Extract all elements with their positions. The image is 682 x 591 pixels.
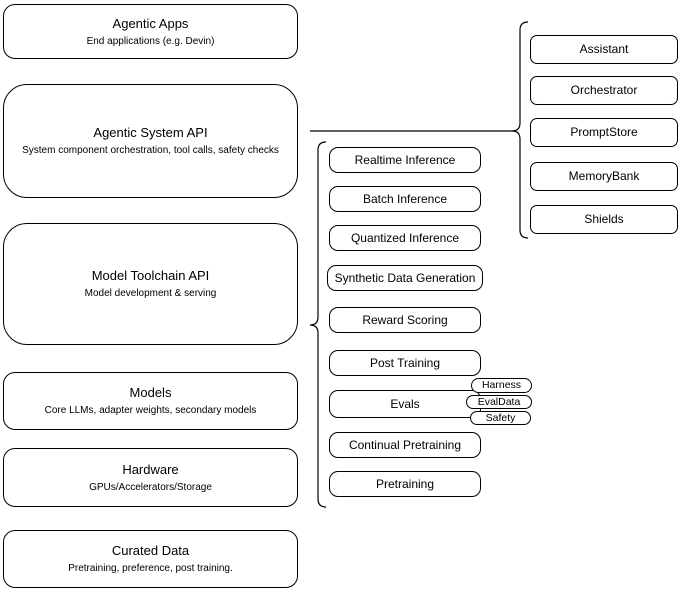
- node-label: PromptStore: [570, 125, 638, 139]
- pill-safety: Safety: [470, 411, 531, 425]
- node-title: Model Toolchain API: [91, 268, 210, 283]
- node-label: Evals: [390, 396, 420, 411]
- node-hardware: Hardware GPUs/Accelerators/Storage: [3, 448, 298, 507]
- node-subtitle: Pretraining, preference, post training.: [68, 563, 233, 574]
- node-title: Agentic Apps: [112, 15, 189, 31]
- node-subtitle: Core LLMs, adapter weights, secondary mo…: [44, 405, 257, 416]
- node-subtitle: End applications (e.g. Devin): [86, 35, 215, 47]
- node-pretraining: Pretraining: [329, 471, 481, 497]
- node-evals: Evals: [329, 390, 481, 418]
- node-models: Models Core LLMs, adapter weights, secon…: [3, 372, 298, 430]
- node-label: Assistant: [579, 42, 629, 56]
- node-shields: Shields: [530, 205, 678, 234]
- node-model-toolchain-api: Model Toolchain API Model development & …: [3, 223, 298, 345]
- node-title: Models: [129, 385, 172, 400]
- node-title: Hardware: [122, 461, 179, 477]
- toolchain-curly-brace: [309, 141, 327, 508]
- node-label: MemoryBank: [568, 169, 640, 183]
- node-label: Shields: [584, 212, 624, 226]
- node-orchestrator: Orchestrator: [530, 76, 678, 105]
- node-label: Batch Inference: [362, 191, 448, 206]
- node-label: Pretraining: [375, 476, 435, 491]
- node-subtitle: Model development & serving: [84, 288, 217, 299]
- node-reward-scoring: Reward Scoring: [329, 307, 481, 333]
- node-label: Reward Scoring: [362, 312, 448, 327]
- node-subtitle: System component orchestration, tool cal…: [22, 145, 279, 156]
- pill-label: Harness: [481, 379, 522, 391]
- node-title: Curated Data: [111, 543, 190, 558]
- pill-label: Safety: [485, 411, 516, 424]
- node-label: Orchestrator: [570, 83, 638, 97]
- pill-label: EvalData: [477, 395, 521, 408]
- node-label: Quantized Inference: [350, 230, 460, 245]
- node-title: Agentic System API: [93, 125, 208, 140]
- agentic-curly-brace: [511, 21, 529, 239]
- pill-evaldata: EvalData: [466, 395, 532, 409]
- pill-harness: Harness: [471, 378, 532, 393]
- node-subtitle: GPUs/Accelerators/Storage: [89, 481, 212, 493]
- node-curated-data: Curated Data Pretraining, preference, po…: [3, 530, 298, 588]
- node-label: Realtime Inference: [354, 152, 456, 167]
- node-agentic-system-api: Agentic System API System component orch…: [3, 84, 298, 198]
- node-memorybank: MemoryBank: [530, 162, 678, 191]
- node-synthetic-data-generation: Synthetic Data Generation: [327, 265, 483, 291]
- node-promptstore: PromptStore: [530, 118, 678, 147]
- node-batch-inference: Batch Inference: [329, 186, 481, 212]
- node-continual-pretraining: Continual Pretraining: [329, 432, 481, 458]
- node-realtime-inference: Realtime Inference: [329, 147, 481, 173]
- node-quantized-inference: Quantized Inference: [329, 225, 481, 251]
- node-agentic-apps: Agentic Apps End applications (e.g. Devi…: [3, 4, 298, 59]
- node-label: Synthetic Data Generation: [334, 270, 476, 285]
- node-assistant: Assistant: [530, 35, 678, 64]
- node-label: Post Training: [369, 355, 441, 370]
- node-label: Continual Pretraining: [348, 437, 462, 452]
- node-post-training: Post Training: [329, 350, 481, 376]
